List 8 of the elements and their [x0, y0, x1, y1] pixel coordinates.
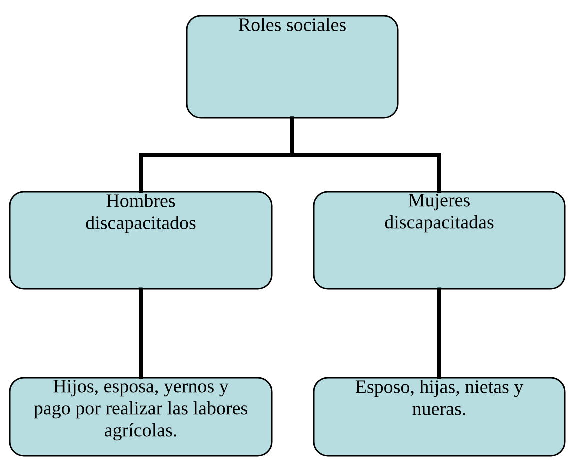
connector-line	[139, 288, 143, 380]
box: Hombres discapacitados	[9, 191, 273, 290]
connector-line	[290, 116, 442, 194]
box: Roles sociales	[186, 15, 399, 119]
connector-line	[438, 288, 442, 380]
box: Esposo, hijas, nietas y nueras.	[313, 377, 566, 457]
box: Mujeres discapacitadas	[313, 191, 566, 290]
box: Hijos, esposa, yernos y pago por realizar las labores agrícolas.	[9, 377, 273, 457]
